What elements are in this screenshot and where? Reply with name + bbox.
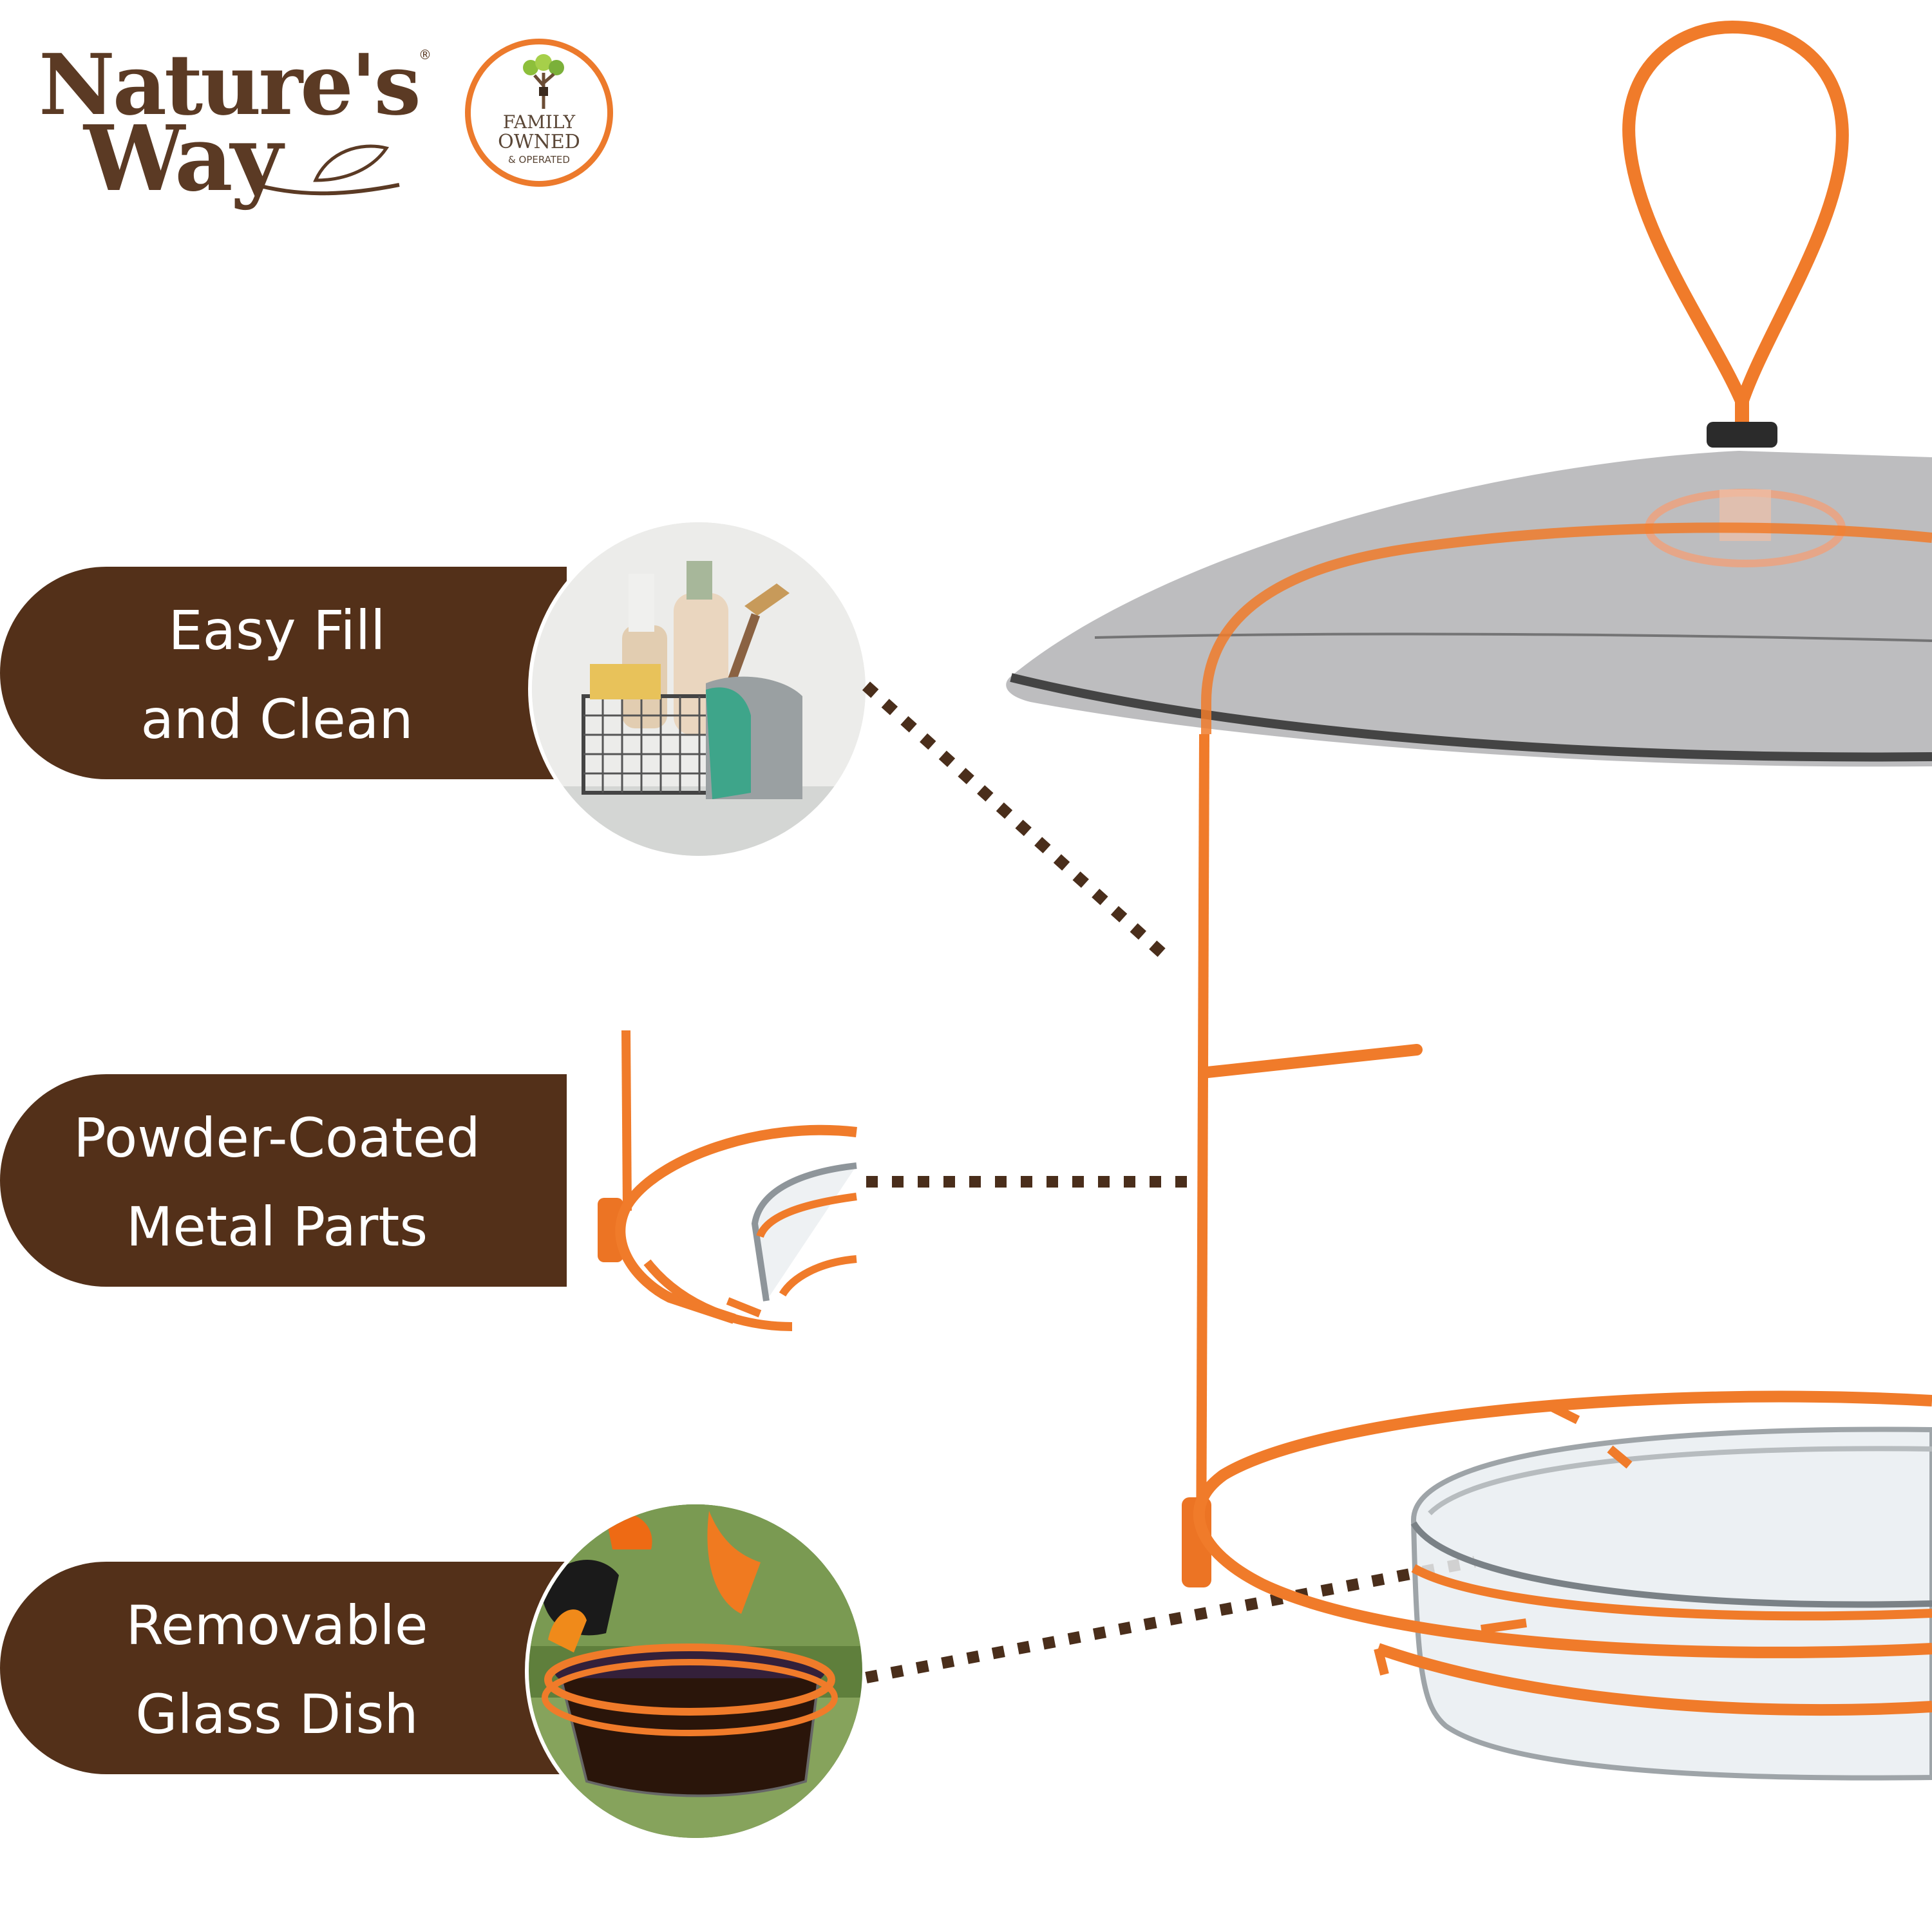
- feature-label-line-2: and Clean: [140, 688, 413, 751]
- leaf-swoosh-icon: [251, 144, 400, 196]
- dish-ring-inner: [1411, 1564, 1932, 1621]
- feature-label-powder-coated: Powder-Coated Metal Parts: [0, 1074, 567, 1287]
- dish-ring-upper: [1193, 1390, 1932, 1658]
- logo-line-2: Way: [84, 106, 283, 212]
- logo-line-1: Nature's: [39, 35, 421, 134]
- oriole-feeding-photo: [525, 1501, 866, 1842]
- badge-line-3: & OPERATED: [508, 154, 570, 166]
- roof-rim: [1010, 673, 1932, 762]
- perch-bar: [1202, 1044, 1423, 1078]
- feature-label-line-2: Metal Parts: [126, 1195, 428, 1258]
- feature-label-line-1: Removable: [126, 1594, 428, 1657]
- family-owned-badge: FAMILY OWNED & OPERATED: [465, 39, 613, 187]
- badge-line-1: FAMILY: [502, 111, 576, 133]
- hanger-loop: [1622, 20, 1849, 409]
- feature-label-line-1: Easy Fill: [168, 599, 386, 662]
- roof-highlight: [1094, 632, 1932, 642]
- feature-label-easy-fill: Easy Fill and Clean: [0, 567, 567, 779]
- registered-mark: ®: [419, 47, 431, 62]
- roof-center-post: [1719, 489, 1771, 541]
- badge-line-2: OWNED: [498, 131, 580, 153]
- hanger-nut: [1707, 422, 1777, 448]
- leader-line-easy-fill: [862, 681, 1170, 961]
- support-pole: [1196, 734, 1209, 1572]
- metal-ring-closeup: [598, 1030, 857, 1331]
- dish-ring-lower: [1376, 1643, 1932, 1716]
- cleaning-supplies-photo: [528, 518, 869, 860]
- feature-label-line-1: Powder-Coated: [73, 1106, 480, 1170]
- tree-house-icon: [523, 54, 564, 109]
- feature-label-line-2: Glass Dish: [135, 1683, 419, 1746]
- feature-label-glass-dish: Removable Glass Dish: [0, 1562, 567, 1774]
- leader-line-glass-dish: [865, 1556, 1476, 1683]
- frame-arch: [1201, 522, 1932, 734]
- natures-way-logo: Nature's Way ®: [39, 35, 438, 212]
- glass-dish-rim: [1410, 1521, 1932, 1608]
